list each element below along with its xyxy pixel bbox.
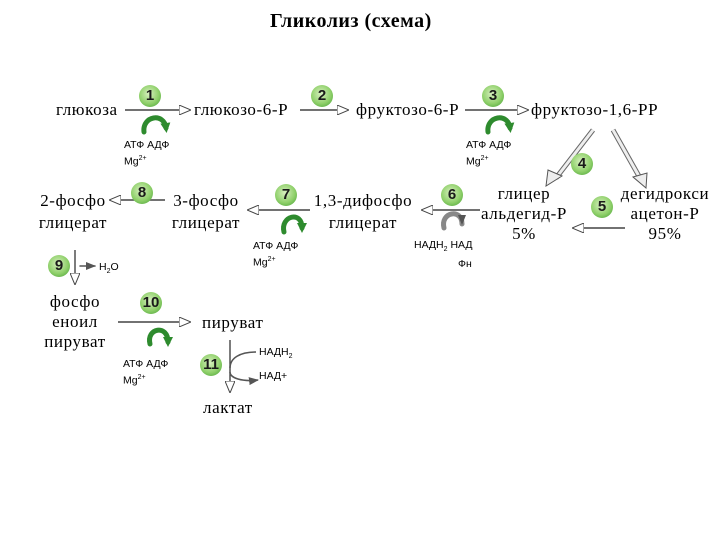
cofactor-step3: АТФ АДФ Mg2+ [466, 139, 511, 169]
mg-label: Mg [124, 155, 139, 168]
cofactor-step3-ion: Mg2+ [466, 152, 511, 169]
cofactor-arrow-7 [281, 214, 307, 235]
mg-charge: 2+ [137, 374, 146, 381]
step-badge-8: 8 [131, 182, 153, 204]
compound-glucose: глюкоза [56, 100, 118, 119]
step-badge-7: 7 [275, 184, 297, 206]
cofactor-step7: АТФ АДФ Mg2+ [253, 240, 298, 270]
mg-label: Mg [123, 374, 138, 387]
cofactor-arrow-10 [147, 327, 173, 347]
cofactor-step9-water: Н2О [99, 261, 119, 275]
nadh-label: НАДН [259, 346, 289, 358]
step-badge-10: 10 [140, 292, 162, 314]
compound-2-phosphoglycerate: 2-фосфо глицерат [32, 190, 114, 234]
lactate-cofactor-arrows [229, 351, 259, 386]
cofactor-step7-atp: АТФ АДФ [253, 240, 299, 252]
dhap-line-2: ацетон-Р [630, 204, 700, 223]
cofactor-step11-nad: НАД+ [259, 370, 288, 382]
mg-charge: 2+ [138, 155, 147, 162]
compound-1-3-bisphosphoglycerate: 1,3-дифосфо глицерат [308, 190, 418, 234]
nadh-sub: 2 [288, 353, 293, 361]
step-badge-11: 11 [200, 354, 222, 376]
cofactor-step10-atp: АТФ АДФ [123, 358, 169, 370]
compound-3-phosphoglycerate: 3-фосфо глицерат [166, 190, 246, 234]
water-o: О [110, 261, 119, 273]
bpg-line-2: глицерат [328, 213, 398, 232]
compound-pyruvate: пируват [202, 313, 264, 332]
page-title: Гликолиз (схема) [270, 10, 432, 32]
pep-line-1: фосфо [49, 292, 101, 311]
pep-line-3: пируват [44, 332, 106, 351]
mg-label: Mg [253, 256, 268, 269]
step-badge-9: 9 [48, 255, 70, 277]
step-badge-3: 3 [482, 85, 504, 107]
step-badge-1: 1 [139, 85, 161, 107]
step-badge-6: 6 [441, 184, 463, 206]
water-h: Н [99, 261, 107, 273]
cofactor-step7-ion: Mg2+ [253, 253, 298, 270]
compound-glucose-6-p: глюкозо-6-Р [194, 100, 289, 119]
dhap-line-3: 95% [648, 224, 682, 243]
nadh-label: НАДН [414, 239, 444, 251]
gap-line-2: альдегид-Р [481, 204, 567, 223]
cofactor-arrow-6 [441, 211, 466, 231]
compound-lactate: лактат [203, 398, 253, 417]
mg-charge: 2+ [267, 256, 276, 263]
cofactor-step11-nadh: НАДН2 [259, 346, 293, 360]
reaction-arrows [75, 110, 648, 392]
nad-label: НАД [447, 239, 473, 251]
cofactor-arrows [79, 115, 515, 347]
step-badge-4: 4 [571, 153, 593, 175]
pg2-line-1: 2-фосфо [40, 191, 106, 210]
pg2-line-2: глицерат [38, 213, 108, 232]
compound-glyceraldehyde-p: глицер альдегид-Р 5% [478, 184, 570, 244]
nadh-sub: 2 [443, 246, 448, 254]
cofactor-arrow-1 [141, 115, 171, 135]
cofactor-step1-atp: АТФ АДФ [124, 139, 170, 151]
cofactor-step6-pi: Фн [458, 258, 472, 271]
compound-fructose-1-6-pp: фруктозо-1,6-РР [531, 100, 659, 119]
cofactor-step6-nad: НАДН2 НАД [414, 238, 473, 257]
dhap-line-1: дегидрокси [620, 184, 710, 203]
compound-phosphoenolpyruvate: фосфо еноил пируват [40, 292, 110, 352]
cofactor-step6: НАДН2 НАД Фн [414, 238, 473, 271]
cofactor-arrow-3 [485, 115, 515, 135]
water-sub: 2 [106, 268, 111, 276]
pg3-line-2: глицерат [171, 213, 241, 232]
step-badge-5: 5 [591, 196, 613, 218]
cofactor-step10: АТФ АДФ Mg2+ [123, 358, 168, 388]
cofactor-step1: АТФ АДФ Mg2+ [124, 139, 169, 169]
step-badge-2: 2 [311, 85, 333, 107]
gap-line-1: глицер [497, 184, 551, 203]
pg3-line-1: 3-фосфо [173, 191, 239, 210]
bpg-line-1: 1,3-дифосфо [313, 191, 413, 210]
pep-line-2: еноил [52, 312, 98, 331]
mg-label: Mg [466, 155, 481, 168]
cofactor-step10-ion: Mg2+ [123, 371, 168, 388]
compound-dihydroxyacetone-p: дегидрокси ацетон-Р 95% [612, 184, 718, 244]
cofactor-step3-atp: АТФ АДФ [466, 139, 512, 151]
compound-fructose-6-p: фруктозо-6-Р [356, 100, 460, 119]
gap-line-3: 5% [512, 224, 536, 243]
mg-charge: 2+ [480, 155, 489, 162]
cofactor-step1-ion: Mg2+ [124, 152, 169, 169]
